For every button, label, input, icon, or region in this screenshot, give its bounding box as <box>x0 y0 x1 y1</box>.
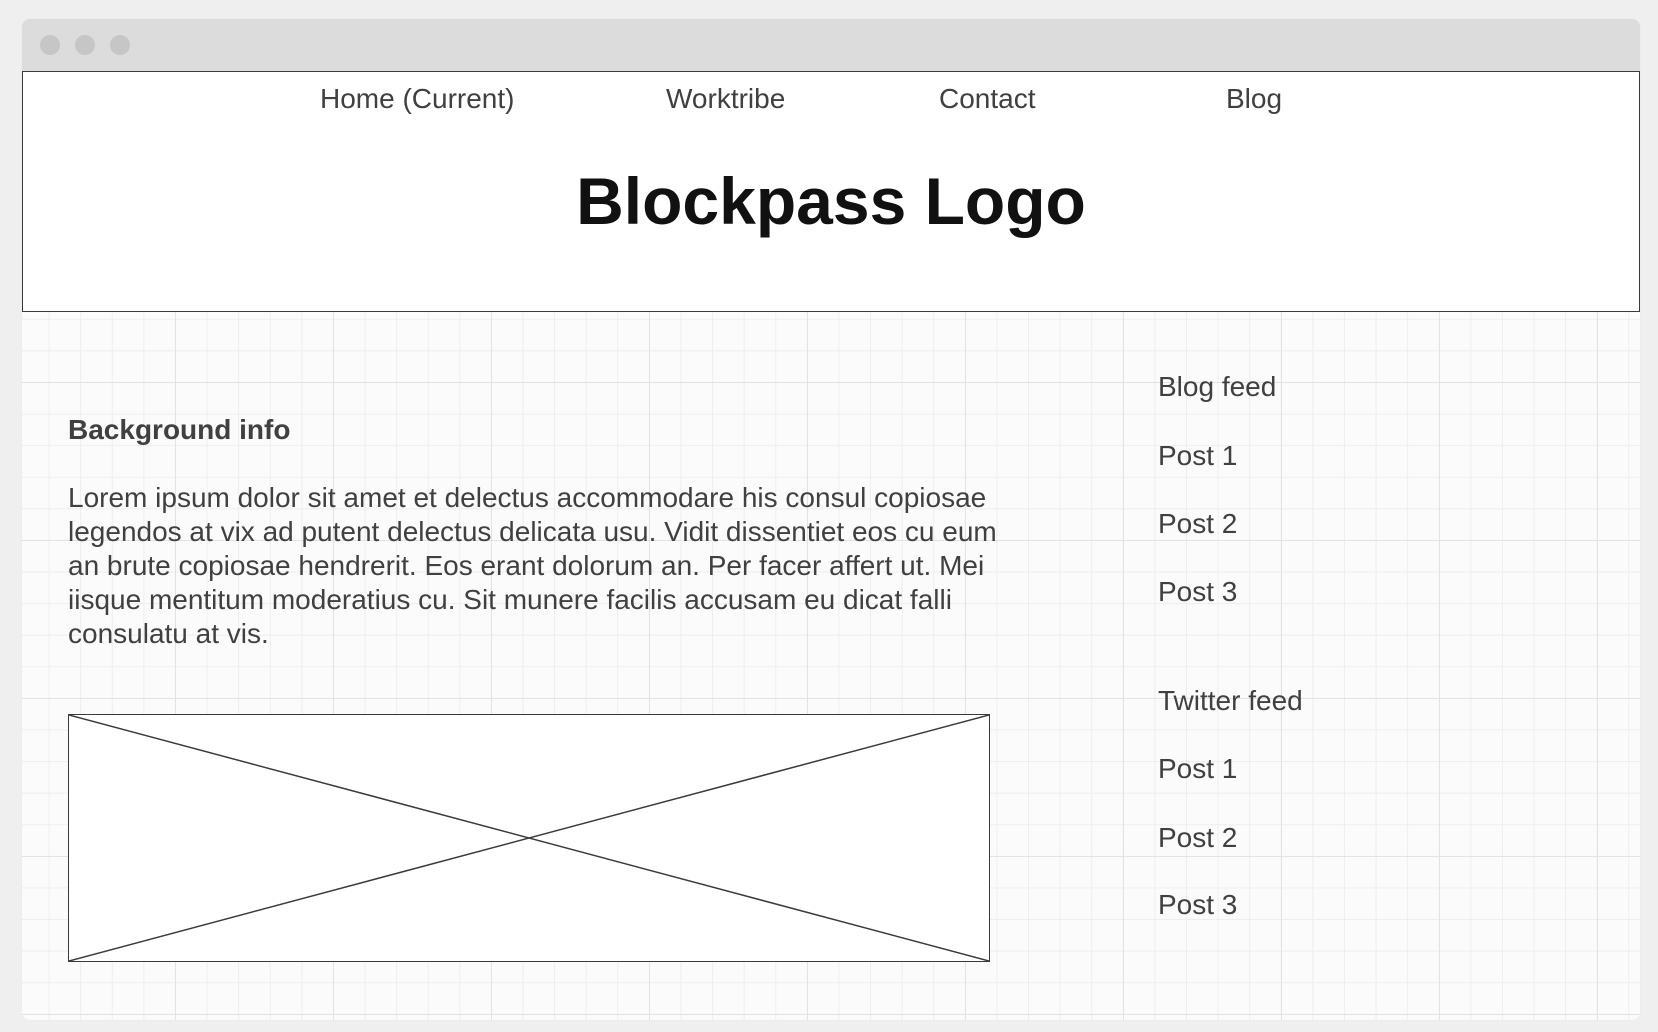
twitter-feed-post[interactable]: Post 1 <box>1158 753 1238 784</box>
image-placeholder-icon <box>69 715 989 961</box>
twitter-feed-post[interactable]: Post 3 <box>1158 889 1238 920</box>
blog-feed-label: Blog feed <box>1158 371 1277 402</box>
window-titlebar <box>22 19 1640 71</box>
site-logo[interactable]: Blockpass Logo <box>576 164 1086 238</box>
body-paragraph: Lorem ipsum dolor sit amet et delectus a… <box>68 482 997 649</box>
site-header: Blockpass Logo <box>22 119 1640 312</box>
nav-item-worktribe[interactable]: Worktribe <box>666 83 786 114</box>
twitter-feed-post[interactable]: Post 2 <box>1158 822 1238 853</box>
blog-feed-post[interactable]: Post 1 <box>1158 440 1238 471</box>
blog-feed-post[interactable]: Post 3 <box>1158 576 1238 607</box>
twitter-feed-label: Twitter feed <box>1158 685 1303 716</box>
section-title: Background info <box>68 414 291 445</box>
window-maximize-dot[interactable] <box>110 35 130 55</box>
nav-item-contact[interactable]: Contact <box>939 83 1036 114</box>
window-minimize-dot[interactable] <box>75 35 95 55</box>
nav-bar: Home (Current) Worktribe Contact Blog <box>22 71 1640 120</box>
nav-item-home[interactable]: Home (Current) <box>320 83 515 114</box>
image-placeholder <box>68 714 990 962</box>
window-close-dot[interactable] <box>40 35 60 55</box>
placeholder-cross-line-2 <box>69 715 989 961</box>
nav-item-blog[interactable]: Blog <box>1226 83 1283 114</box>
browser-window: Home (Current) Worktribe Contact Blog Bl… <box>22 19 1640 1020</box>
blog-feed-post[interactable]: Post 2 <box>1158 508 1238 539</box>
